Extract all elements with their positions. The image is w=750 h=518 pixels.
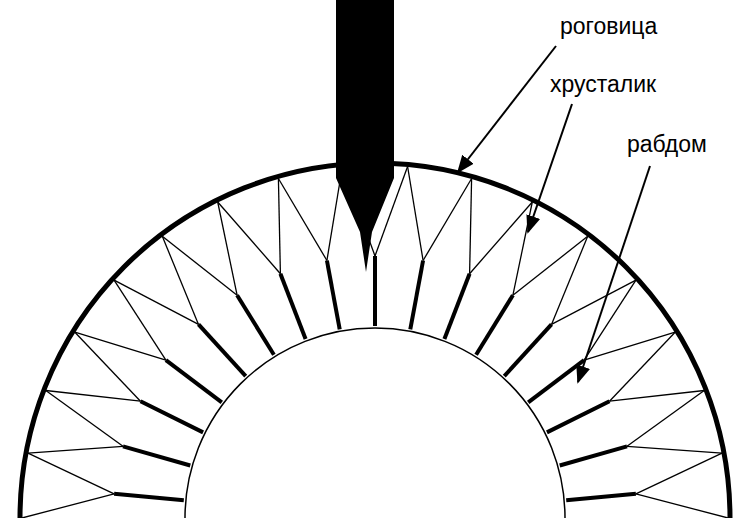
ommatidium-line — [547, 401, 610, 432]
ommatidium-line — [636, 453, 722, 494]
ommatidium-line — [166, 360, 222, 402]
rhabdom-label: рабдом — [627, 132, 707, 157]
ommatidium-line — [560, 446, 627, 465]
ommatidium-line — [470, 202, 533, 274]
ommatidium-line — [28, 453, 114, 494]
ommatidium-line — [114, 280, 166, 360]
ommatidium-line — [408, 167, 424, 261]
ommatidium-line — [627, 391, 704, 447]
ommatidium-line — [218, 202, 237, 295]
ommatidium-line — [476, 295, 513, 355]
ommatidium-line — [28, 446, 123, 453]
ommatidium-line — [423, 179, 472, 261]
ommatidium-line — [584, 280, 636, 360]
ommatidium-line — [610, 391, 705, 402]
ommatidium-line — [552, 280, 636, 324]
ommatidium-line — [513, 236, 588, 295]
ommatidium-line — [373, 256, 377, 326]
ommatidium-line — [528, 360, 584, 402]
ommatidium-line — [237, 295, 274, 355]
ommatidium-line — [470, 179, 472, 274]
ommatidium-line — [46, 391, 123, 447]
cornea-label: роговица — [560, 14, 657, 39]
ommatidium-line — [46, 391, 141, 402]
ommatidium-line — [627, 446, 722, 453]
ommatidium-line — [504, 324, 551, 376]
ommatidium-line — [278, 179, 280, 274]
ommatidium-line — [162, 236, 237, 295]
ommatidium-line — [566, 494, 636, 501]
ommatidium-line — [610, 332, 676, 401]
ommatidium-line — [513, 202, 532, 295]
inner-arc — [185, 328, 565, 518]
leader-line — [528, 104, 572, 232]
ommatidium-line — [22, 494, 114, 518]
ommatidium-line — [280, 274, 305, 339]
ommatidium-line — [123, 446, 190, 465]
leader-line — [458, 46, 556, 172]
ommatidium-line — [444, 274, 469, 339]
ommatidium-line — [410, 261, 423, 330]
ommatidium-line — [636, 494, 728, 518]
ommatidium-line — [199, 324, 246, 376]
ommatidium-line — [114, 494, 184, 501]
ommatidium-line — [162, 236, 198, 324]
ommatidium-line — [141, 401, 204, 432]
leader-line — [578, 166, 650, 382]
ommatidium-line — [552, 236, 588, 324]
ommatidium-line — [278, 179, 327, 261]
ommatidium-line — [114, 280, 198, 324]
ommatidium-line — [327, 261, 340, 330]
ommatidium-line — [218, 202, 281, 274]
ommatidium-line — [75, 332, 166, 360]
electrode — [336, 0, 394, 272]
lens-label: хрусталик — [550, 72, 656, 97]
